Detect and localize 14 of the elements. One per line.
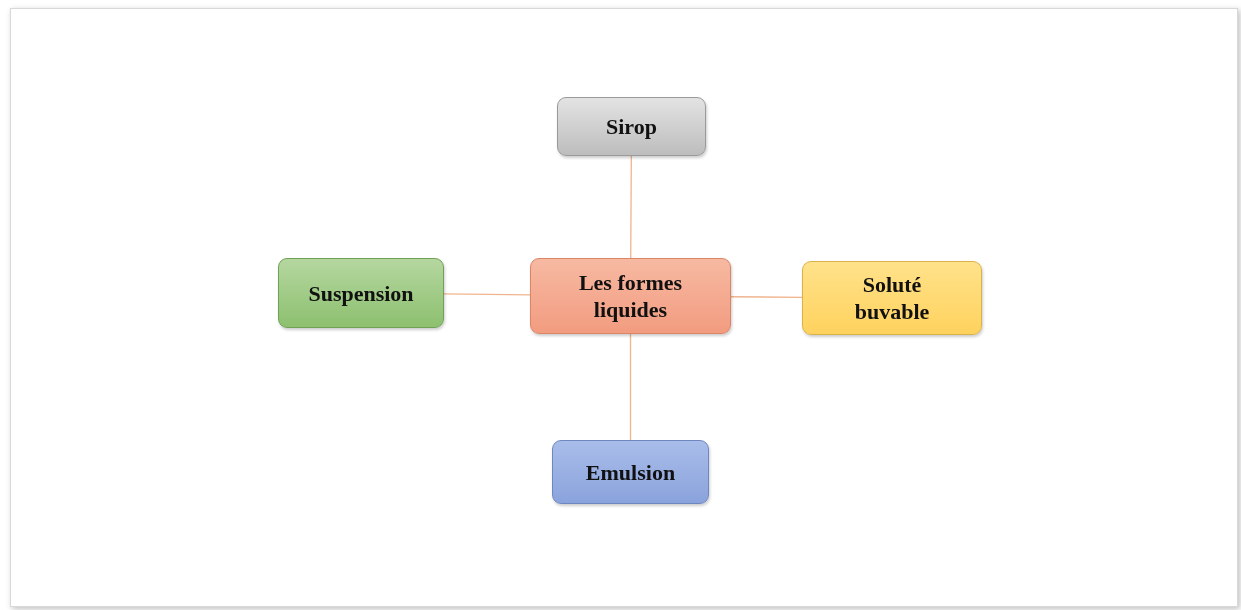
node-label: Emulsion (585, 458, 676, 486)
node-label: Sirop (606, 113, 657, 140)
process-box (552, 440, 709, 504)
process-box (802, 261, 982, 335)
connector-line (730, 296, 803, 298)
connector-line (443, 293, 531, 296)
node-label: Les formes liquides (577, 269, 684, 323)
node-label: Soluté buvable (853, 271, 931, 325)
process-box (530, 258, 731, 334)
connector-line (629, 333, 632, 441)
process-box (557, 97, 706, 156)
node-label: Suspension (308, 279, 414, 307)
connector-line (630, 155, 632, 259)
process-box (278, 258, 444, 328)
